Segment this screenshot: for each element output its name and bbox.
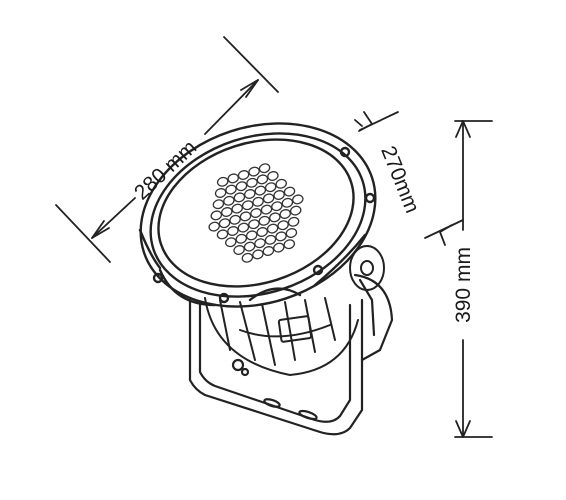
led-icon	[210, 210, 223, 221]
led-icon	[245, 230, 258, 241]
led-icon	[250, 208, 262, 218]
led-icon	[216, 176, 229, 187]
led-icon	[289, 205, 302, 216]
arrow-head-icon	[358, 111, 373, 132]
led-icon	[269, 212, 281, 223]
led-icon	[223, 195, 235, 206]
led-icon	[256, 174, 269, 185]
led-icon	[243, 241, 256, 252]
diameter-arrow-line-left	[91, 197, 136, 239]
led-icon	[260, 204, 273, 215]
led-icon	[233, 192, 246, 203]
led-icon	[277, 220, 289, 231]
led-icon	[292, 194, 304, 205]
led-icon	[231, 203, 243, 214]
led-icon	[248, 219, 260, 230]
led-icon	[252, 196, 264, 207]
led-icon	[275, 178, 287, 189]
led-icon	[285, 228, 298, 238]
led-icon	[229, 214, 241, 225]
led-icon	[262, 246, 275, 256]
led-icon	[254, 238, 266, 249]
led-icon	[218, 218, 231, 229]
led-icon	[241, 252, 254, 263]
led-array	[208, 163, 304, 263]
led-icon	[248, 166, 260, 177]
led-icon	[227, 226, 239, 236]
led-icon	[254, 185, 267, 196]
heat-sink	[204, 297, 359, 376]
depth-label: 270mm	[376, 143, 424, 217]
led-icon	[281, 197, 294, 208]
diameter-dimension	[55, 36, 279, 263]
led-icon	[239, 211, 252, 222]
led-icon	[225, 237, 237, 248]
led-icon	[208, 221, 220, 232]
arrow-head-icon	[439, 224, 453, 246]
led-icon	[273, 242, 285, 253]
led-icon	[252, 249, 264, 260]
led-icon	[256, 227, 268, 237]
led-icon	[264, 182, 277, 193]
led-icon	[221, 207, 233, 217]
led-icon	[241, 200, 254, 211]
mounting-bracket	[188, 273, 394, 436]
led-icon	[233, 245, 245, 255]
led-icon	[271, 201, 283, 212]
arrow-head-icon	[455, 420, 471, 438]
led-icon	[283, 186, 296, 197]
led-icon	[258, 163, 271, 174]
led-icon	[287, 216, 300, 227]
arrow-head-icon	[455, 120, 471, 138]
arrow-head-icon	[240, 79, 259, 98]
led-icon	[212, 199, 225, 210]
depth-dimension	[354, 111, 464, 246]
led-icon	[244, 189, 256, 199]
front-bezel	[138, 122, 377, 308]
led-icon	[262, 193, 275, 204]
led-icon	[267, 171, 279, 181]
led-icon	[225, 184, 237, 195]
led-icon	[214, 188, 227, 198]
led-icon	[273, 190, 285, 200]
led-icon	[235, 233, 248, 244]
led-icon	[227, 173, 239, 184]
diameter-arrow-line-right	[204, 79, 259, 135]
height-dimension	[454, 120, 493, 438]
led-icon	[237, 170, 250, 180]
led-icon	[216, 229, 229, 240]
led-icon	[283, 239, 296, 250]
arrow-head-icon	[91, 220, 110, 239]
side-knob	[349, 245, 385, 291]
led-icon	[237, 222, 250, 233]
led-icon	[235, 181, 248, 192]
led-icon	[246, 177, 258, 188]
led-icon	[264, 234, 277, 245]
led-icon	[258, 215, 271, 226]
height-label: 390 mm	[452, 247, 475, 323]
led-icon	[279, 209, 291, 219]
led-icon	[275, 231, 287, 242]
led-icon	[266, 223, 279, 234]
